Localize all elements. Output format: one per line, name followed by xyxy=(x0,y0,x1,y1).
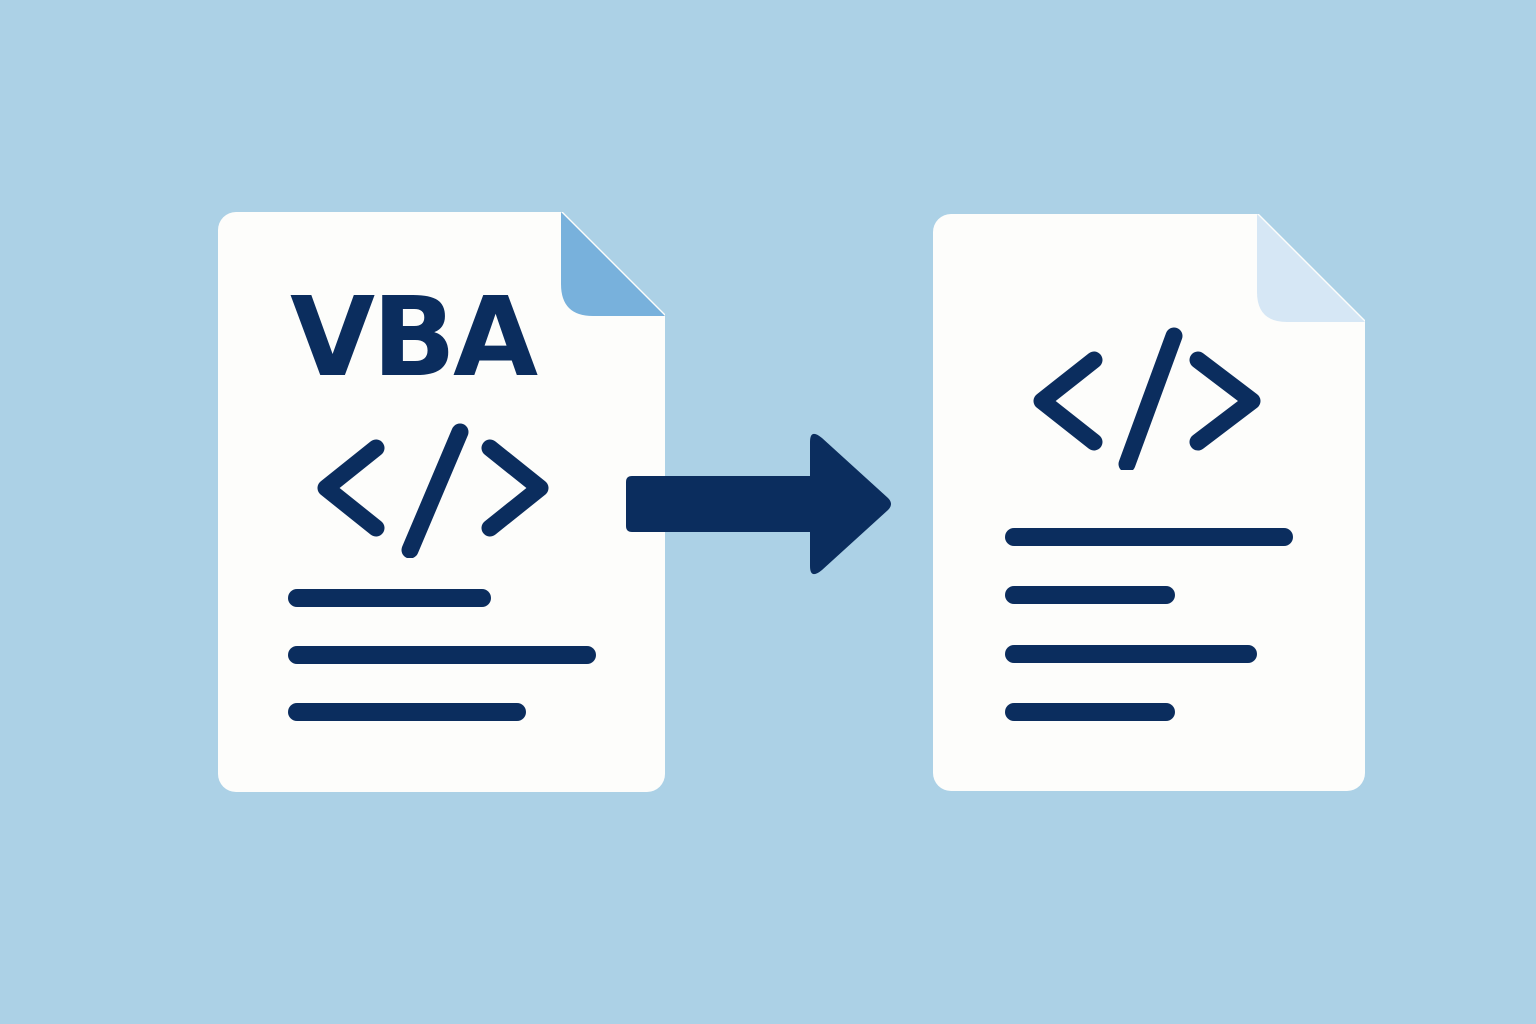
right-arrow-icon xyxy=(626,428,898,584)
source-document: VBA xyxy=(218,211,666,792)
text-line xyxy=(1005,703,1175,721)
code-brackets-icon xyxy=(316,416,556,562)
page-fold-icon xyxy=(1257,214,1365,322)
text-line xyxy=(288,646,596,664)
code-brackets-icon xyxy=(1030,320,1270,474)
text-line xyxy=(1005,645,1257,663)
text-line xyxy=(288,703,526,721)
vba-label: VBA xyxy=(290,273,538,401)
text-line xyxy=(288,589,491,607)
text-line xyxy=(1005,586,1175,604)
target-document xyxy=(933,213,1366,791)
page-fold-icon xyxy=(561,212,665,316)
text-line xyxy=(1005,528,1293,546)
